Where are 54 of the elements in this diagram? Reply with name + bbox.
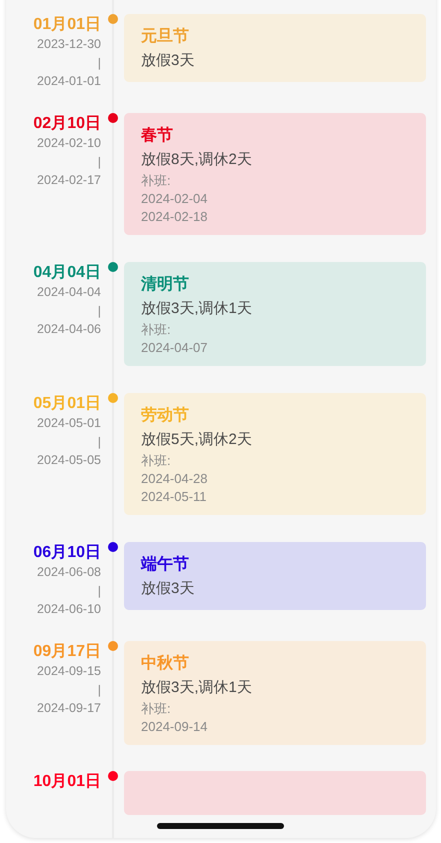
range-start-date: 2024-09-15 bbox=[37, 663, 101, 680]
makeup-date: 2024-02-04 bbox=[141, 190, 208, 208]
holiday-card bbox=[124, 641, 426, 745]
range-end-date: 2024-09-17 bbox=[37, 700, 101, 717]
range-end-date: 2024-02-17 bbox=[37, 172, 101, 189]
holiday-date: 02月10日 bbox=[33, 114, 101, 134]
makeup-date: 2024-09-14 bbox=[141, 718, 208, 736]
range-start-date: 2024-05-01 bbox=[37, 415, 101, 432]
holiday-card bbox=[124, 262, 426, 366]
holiday-duration: 放假3天 bbox=[141, 51, 194, 71]
holiday-name: 劳动节 bbox=[141, 406, 189, 426]
holiday-card bbox=[124, 542, 426, 610]
range-separator: | bbox=[98, 682, 101, 699]
range-separator: | bbox=[98, 582, 101, 600]
makeup-workday-label: 补班: bbox=[141, 452, 171, 470]
makeup-workday-label: 补班: bbox=[141, 321, 171, 339]
holiday-date: 06月10日 bbox=[33, 543, 101, 563]
range-end-date: 2024-05-05 bbox=[37, 452, 101, 469]
range-end-date: 2024-01-01 bbox=[37, 73, 101, 90]
range-separator: | bbox=[98, 54, 101, 72]
makeup-workday-label: 补班: bbox=[141, 172, 171, 190]
holiday-duration: 放假3天,调休1天 bbox=[141, 678, 252, 698]
holiday-card bbox=[124, 393, 426, 515]
holiday-date: 09月17日 bbox=[33, 642, 101, 662]
holiday-card bbox=[124, 14, 426, 82]
holiday-card bbox=[124, 771, 426, 815]
range-start-date: 2023-12-30 bbox=[37, 36, 101, 53]
range-start-date: 2024-06-08 bbox=[37, 564, 101, 581]
holiday-date: 04月04日 bbox=[33, 263, 101, 283]
holiday-date: 10月01日 bbox=[33, 772, 101, 792]
holiday-name: 端午节 bbox=[141, 554, 189, 575]
holiday-duration: 放假3天,调休1天 bbox=[141, 299, 252, 319]
holiday-name: 元旦节 bbox=[141, 26, 189, 47]
range-separator: | bbox=[98, 154, 101, 171]
range-start-date: 2024-02-10 bbox=[37, 135, 101, 152]
makeup-date: 2024-04-07 bbox=[141, 339, 208, 357]
range-end-date: 2024-06-10 bbox=[37, 601, 101, 618]
range-start-date: 2024-04-04 bbox=[37, 284, 101, 301]
makeup-workday-label: 补班: bbox=[141, 700, 171, 718]
holiday-name: 中秋节 bbox=[141, 654, 189, 674]
makeup-date: 2024-05-11 bbox=[141, 488, 207, 506]
holiday-duration: 放假8天,调休2天 bbox=[141, 150, 252, 170]
holiday-name: 春节 bbox=[141, 126, 173, 146]
holiday-name: 清明节 bbox=[141, 274, 189, 295]
holiday-duration: 放假3天 bbox=[141, 579, 194, 599]
range-separator: | bbox=[98, 434, 101, 451]
holiday-card bbox=[124, 113, 426, 235]
makeup-date: 2024-02-18 bbox=[141, 208, 208, 226]
range-separator: | bbox=[98, 302, 101, 320]
holiday-date: 05月01日 bbox=[33, 394, 101, 414]
holiday-date: 01月01日 bbox=[33, 15, 101, 35]
holiday-duration: 放假5天,调休2天 bbox=[141, 430, 252, 450]
makeup-date: 2024-04-28 bbox=[141, 470, 208, 488]
range-end-date: 2024-04-06 bbox=[37, 321, 101, 338]
